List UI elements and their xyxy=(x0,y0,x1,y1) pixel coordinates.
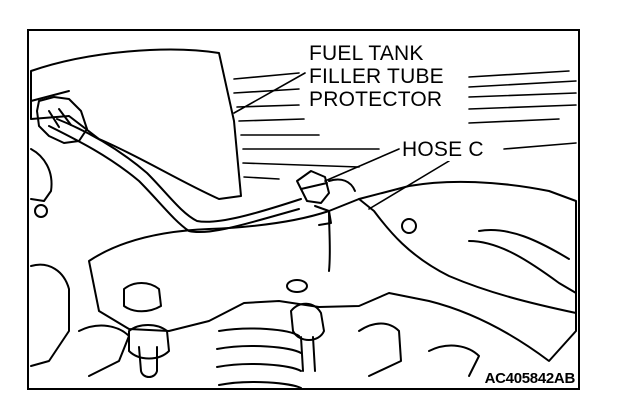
bolt-hole xyxy=(34,204,48,218)
label-hose-c: HOSE C xyxy=(400,138,486,161)
panel-edge-line xyxy=(30,90,70,102)
arm-bushing xyxy=(123,282,162,313)
coil-spring xyxy=(216,327,302,388)
vapor-hose xyxy=(48,125,300,234)
arm-bolt-hole xyxy=(401,218,417,234)
figure-code: AC405842AB xyxy=(483,370,576,387)
diagram-drawing xyxy=(30,48,577,388)
hose-c-fitting xyxy=(296,170,330,204)
label-filler-tube: FILLER TUBE xyxy=(307,65,446,88)
hose-c-leader-line-2 xyxy=(368,160,450,210)
label-fuel-tank: FUEL TANK xyxy=(307,42,426,65)
filler-tube-protector-panel xyxy=(30,48,242,200)
diagram-frame: FUEL TANK FILLER TUBE PROTECTOR HOSE C A… xyxy=(27,29,580,390)
stabilizer-link xyxy=(290,302,325,341)
background-hatching xyxy=(233,70,577,180)
hose-c-leader-line-1 xyxy=(324,148,400,182)
leader-lines xyxy=(233,72,450,210)
protector-leader-line xyxy=(233,72,306,114)
lower-arm xyxy=(88,180,577,362)
label-protector: PROTECTOR xyxy=(307,88,445,111)
left-clip-bracket xyxy=(36,96,88,144)
